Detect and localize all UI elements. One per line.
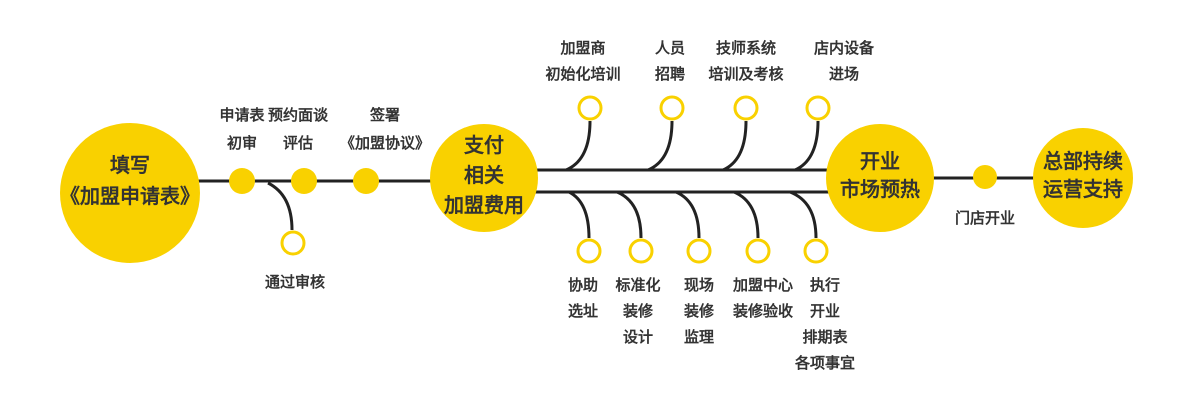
review-branch-node — [280, 230, 306, 256]
site-selection-label: 选址 — [568, 302, 598, 320]
interview-label: 评估 — [283, 134, 313, 152]
opening-schedule-branch-line — [789, 190, 818, 239]
decor-acceptance-label: 装修验收 — [732, 302, 793, 320]
decor-acceptance-branch-line — [733, 190, 760, 239]
fill-application-label: 填写 — [110, 153, 150, 177]
review-branch-line — [267, 181, 294, 231]
recruitment-label: 人员 — [655, 39, 685, 57]
tech-training-node — [733, 95, 759, 121]
opening-schedule-label: 执行 — [810, 276, 840, 294]
hq-support-label: 运营支持 — [1043, 177, 1123, 201]
pay-fees-node — [430, 124, 538, 232]
sign-agreement-dot — [353, 168, 379, 194]
hq-support-node — [1033, 128, 1133, 228]
initial-review-label: 申请表 — [219, 106, 265, 124]
decor-acceptance-label: 加盟中心 — [732, 276, 793, 294]
market-warmup-label: 开业 — [860, 149, 900, 173]
tech-training-branch-line — [722, 120, 748, 172]
decor-design-node — [628, 238, 654, 264]
opening-schedule-node — [803, 238, 829, 264]
decor-supervision-node — [686, 238, 712, 264]
equipment-branch-line — [794, 120, 820, 172]
interview-dot — [291, 168, 317, 194]
market-warmup-label: 市场预热 — [840, 177, 920, 201]
initial-training-label: 初始化培训 — [545, 65, 620, 83]
pay-fees-label: 支付 — [464, 133, 504, 157]
pay-fees-label: 相关 — [464, 163, 504, 187]
initial-training-node — [577, 95, 603, 121]
decor-supervision-label: 现场 — [684, 276, 714, 294]
initial-training-branch-line — [565, 120, 592, 172]
store-opening-dot — [973, 165, 997, 189]
decor-acceptance-node — [745, 238, 771, 264]
recruitment-branch-line — [647, 120, 674, 172]
tech-training-label: 技师系统 — [716, 39, 776, 57]
equipment-label: 店内设备 — [814, 39, 875, 57]
pay-fees-label: 加盟费用 — [443, 193, 524, 217]
equipment-label: 进场 — [829, 65, 859, 83]
site-selection-label: 协助 — [568, 276, 598, 294]
decor-design-branch-line — [616, 190, 643, 239]
tech-training-label: 培训及考核 — [708, 65, 783, 83]
recruitment-label: 招聘 — [655, 65, 685, 83]
interview-label: 预约面谈 — [268, 106, 329, 124]
opening-schedule-label: 排期表 — [802, 328, 848, 346]
fill-application-node — [60, 123, 200, 263]
review-branch-label: 通过审核 — [265, 273, 325, 291]
sign-agreement-label: 《加盟协议》 — [340, 134, 430, 152]
initial-review-label: 初审 — [227, 134, 257, 152]
market-warmup-node — [826, 124, 934, 232]
opening-schedule-label: 开业 — [810, 302, 840, 320]
decor-design-label: 装修 — [622, 302, 654, 320]
store-opening-label: 门店开业 — [955, 209, 1015, 227]
initial-review-dot — [229, 168, 255, 194]
hq-support-label: 总部持续 — [1043, 149, 1123, 173]
initial-training-label: 加盟商 — [559, 39, 605, 57]
fill-application-label: 《加盟申请表》 — [60, 184, 200, 208]
decor-supervision-branch-line — [675, 190, 701, 239]
equipment-node — [805, 95, 831, 121]
decor-supervision-label: 装修 — [683, 302, 715, 320]
decor-supervision-label: 监理 — [684, 328, 714, 346]
opening-schedule-label: 各项事宜 — [794, 354, 855, 372]
decor-design-label: 标准化 — [614, 276, 660, 294]
sign-agreement-label: 签署 — [369, 106, 400, 124]
site-selection-node — [576, 238, 602, 264]
site-selection-branch-line — [568, 190, 591, 239]
recruitment-node — [659, 95, 685, 121]
decor-design-label: 设计 — [623, 328, 653, 346]
